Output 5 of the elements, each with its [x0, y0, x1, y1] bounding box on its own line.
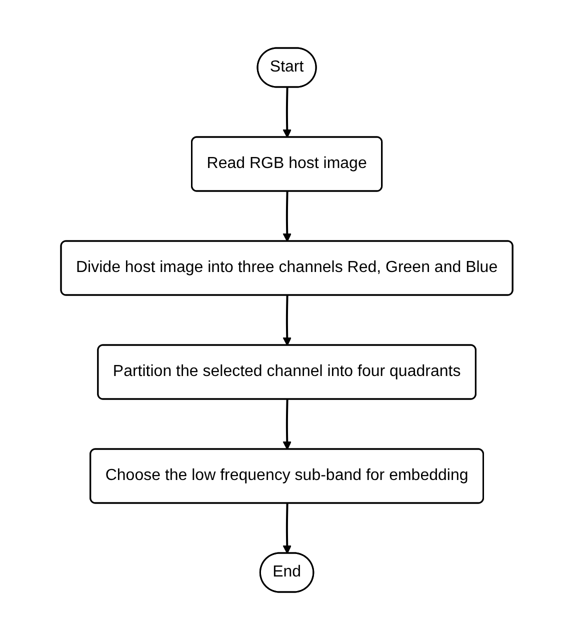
- arrow: [282, 86, 292, 138]
- arrow: [282, 398, 292, 450]
- arrow: [282, 502, 292, 554]
- arrow: [282, 190, 292, 242]
- arrow: [282, 294, 292, 346]
